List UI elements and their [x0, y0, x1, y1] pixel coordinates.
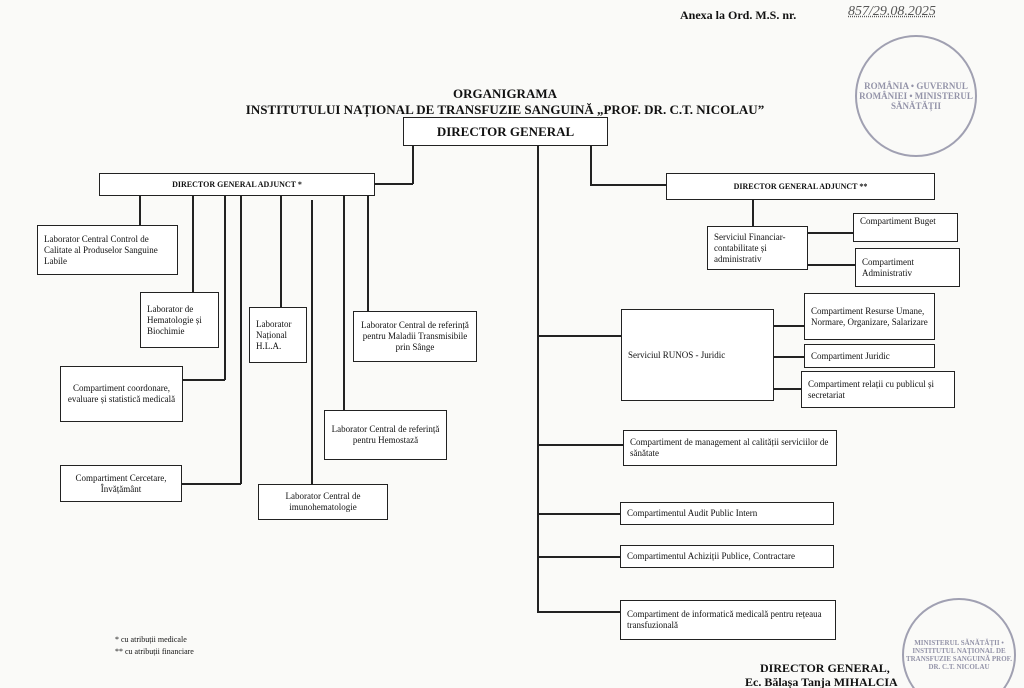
title-line2: INSTITUTULUI NAȚIONAL DE TRANSFUZIE SANG…	[245, 102, 765, 117]
connector-line	[192, 196, 194, 292]
connector-line	[240, 196, 242, 484]
unit-box: Compartimentul Achiziții Publice, Contra…	[620, 545, 834, 568]
director-general-box: DIRECTOR GENERAL	[403, 117, 608, 146]
top-stamp: ROMÂNIA • GUVERNUL ROMÂNIEI • MINISTERUL…	[855, 35, 977, 157]
dga-medical-box: DIRECTOR GENERAL ADJUNCT *	[99, 173, 375, 196]
annex-number: 857/29.08.2025	[848, 4, 936, 19]
connector-line	[537, 444, 623, 446]
unit-box: Compartiment Cercetare, Învățământ	[60, 465, 182, 502]
bottom-stamp: MINISTERUL SĂNĂTĂȚII • INSTITUTUL NAȚION…	[902, 598, 1016, 688]
connector-line	[537, 146, 539, 612]
connector-line	[311, 200, 313, 484]
connector-line	[590, 184, 666, 186]
connector-line	[808, 264, 855, 266]
connector-line	[412, 146, 414, 184]
annex-label: Anexa la Ord. M.S. nr.	[680, 8, 797, 22]
connector-line	[182, 483, 241, 485]
connector-line	[774, 388, 801, 390]
connector-line	[367, 196, 369, 311]
unit-box: Compartiment de management al calității …	[623, 430, 837, 466]
connector-line	[752, 200, 754, 226]
unit-box: Laborator Central de referință pentru Ma…	[353, 311, 477, 362]
unit-box: Compartiment Resurse Umane, Normare, Org…	[804, 293, 935, 340]
connector-line	[537, 556, 620, 558]
connector-line	[224, 196, 226, 380]
unit-box: Compartiment relații cu publicul și secr…	[801, 371, 955, 408]
unit-box: Laborator Central de imunohematologie	[258, 484, 388, 520]
connector-line	[139, 196, 141, 225]
connector-line	[343, 196, 345, 410]
connector-line	[537, 611, 620, 613]
dga-financial-box: DIRECTOR GENERAL ADJUNCT **	[666, 173, 935, 200]
footnote: ** cu atribuții financiare	[115, 647, 194, 656]
runos-box: Serviciul RUNOS - Juridic	[621, 309, 774, 401]
connector-line	[774, 325, 804, 327]
title-line1: ORGANIGRAMA	[453, 86, 557, 101]
connector-line	[183, 379, 225, 381]
connector-line	[280, 196, 282, 307]
unit-box: Laborator Central Control de Calitate al…	[37, 225, 178, 275]
unit-box: Laborator Central de referință pentru He…	[324, 410, 447, 460]
unit-box: Compartimentul Audit Public Intern	[620, 502, 834, 525]
unit-box: Laborator de Hematologie și Biochimie	[140, 292, 219, 348]
signature-title: DIRECTOR GENERAL,	[760, 661, 890, 675]
unit-box: Compartiment Administrativ	[855, 248, 960, 287]
unit-box: Compartiment Buget	[853, 213, 958, 242]
connector-line	[774, 356, 804, 358]
connector-line	[375, 183, 413, 185]
signature-name: Ec. Bălașa Tanja MIHALCIA	[745, 675, 898, 688]
connector-line	[537, 335, 621, 337]
unit-box: Laborator Național H.L.A.	[249, 307, 307, 363]
serviciu-financiar-box: Serviciul Financiar-contabilitate și adm…	[707, 226, 808, 270]
footnote: * cu atribuții medicale	[115, 635, 187, 644]
connector-line	[808, 232, 853, 234]
connector-line	[590, 146, 592, 185]
unit-box: Compartiment coordonare, evaluare și sta…	[60, 366, 183, 422]
unit-box: Compartiment Juridic	[804, 344, 935, 368]
connector-line	[537, 513, 620, 515]
unit-box: Compartiment de informatică medicală pen…	[620, 600, 836, 640]
